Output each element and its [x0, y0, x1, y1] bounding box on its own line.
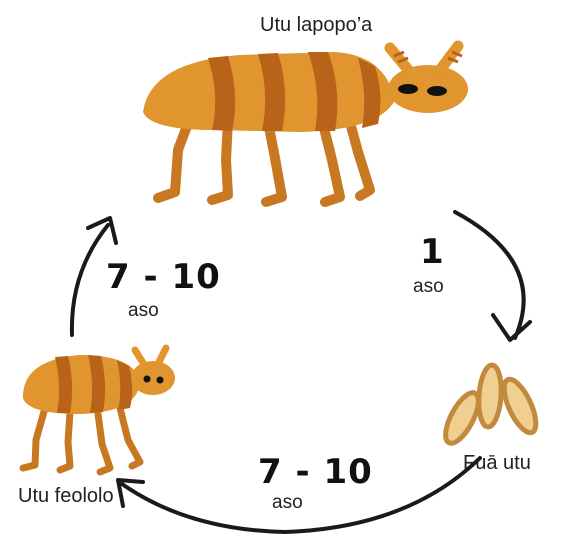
duration-nymph-to-adult-number: 7 - 10: [106, 257, 221, 297]
duration-egg-to-nymph-number: 7 - 10: [258, 452, 373, 492]
duration-nymph-to-adult-unit: aso: [128, 300, 159, 321]
arrow-adult-to-egg-head: [491, 313, 532, 342]
adult-louse-illustration: [143, 40, 468, 207]
adult-stage-label: Utu lapopo’a: [260, 14, 373, 36]
nymph-stage-label: Utu feololo: [18, 485, 114, 507]
arrow-egg-to-nymph: [120, 456, 482, 534]
arrow-adult-to-egg: [453, 210, 526, 340]
cycle-arrows: [69, 210, 532, 534]
arrow-egg-to-nymph-head: [116, 478, 145, 508]
duration-egg-to-nymph-unit: aso: [272, 492, 303, 513]
nymph-louse-illustration: [19, 344, 175, 476]
egg-stage-label: Fuā utu: [463, 452, 531, 474]
arrow-nymph-to-adult: [69, 223, 110, 337]
duration-adult-to-egg-unit: aso: [413, 276, 444, 297]
eggs-illustration: [443, 362, 539, 446]
duration-adult-to-egg-number: 1: [420, 232, 445, 272]
arrow-nymph-to-adult-head: [86, 216, 118, 245]
